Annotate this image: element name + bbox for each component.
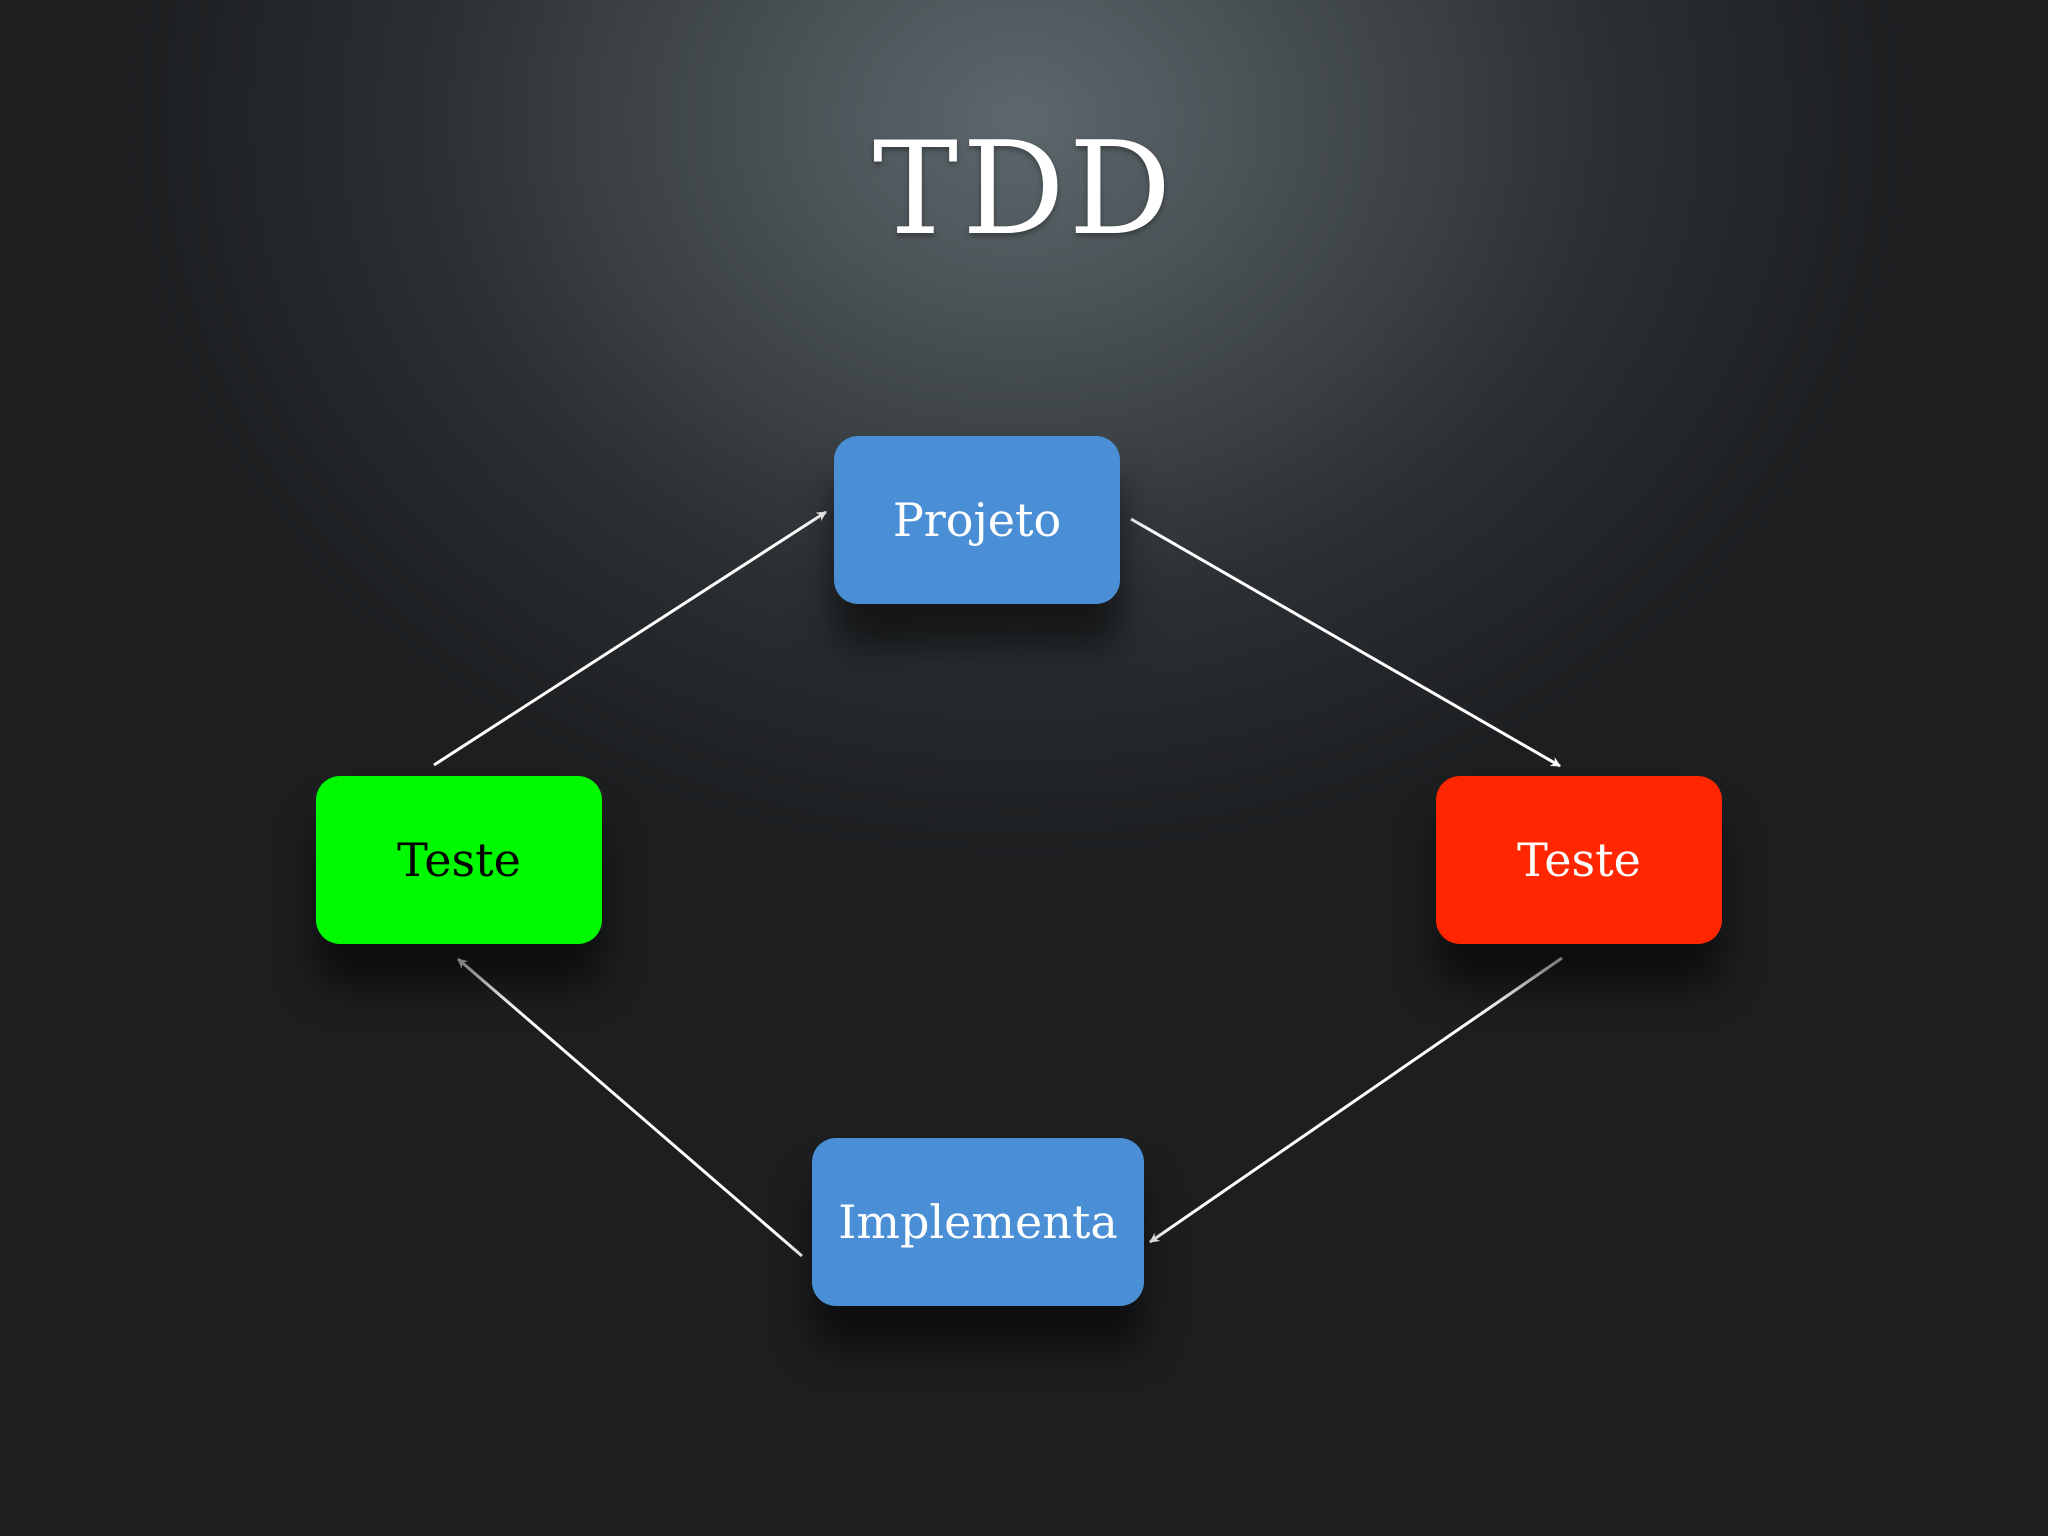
node-projeto-label: Projeto [892,493,1062,547]
arrow-implementa-to-teste-green [457,957,803,1258]
arrow-projeto-to-teste-red [1130,517,1561,768]
node-teste-failing[interactable]: Teste [1436,776,1722,944]
arrow-teste-green-to-projeto [433,510,827,767]
node-projeto[interactable]: Projeto [834,436,1120,604]
node-implementa-label: Implementa [838,1195,1118,1249]
node-teste-failing-label: Teste [1517,833,1641,887]
node-teste-passing[interactable]: Teste [316,776,602,944]
arrow-teste-red-to-implementa [1149,956,1563,1244]
slide-title: TDD [872,115,1176,264]
node-teste-passing-label: Teste [397,833,521,887]
node-implementa[interactable]: Implementa [812,1138,1144,1306]
